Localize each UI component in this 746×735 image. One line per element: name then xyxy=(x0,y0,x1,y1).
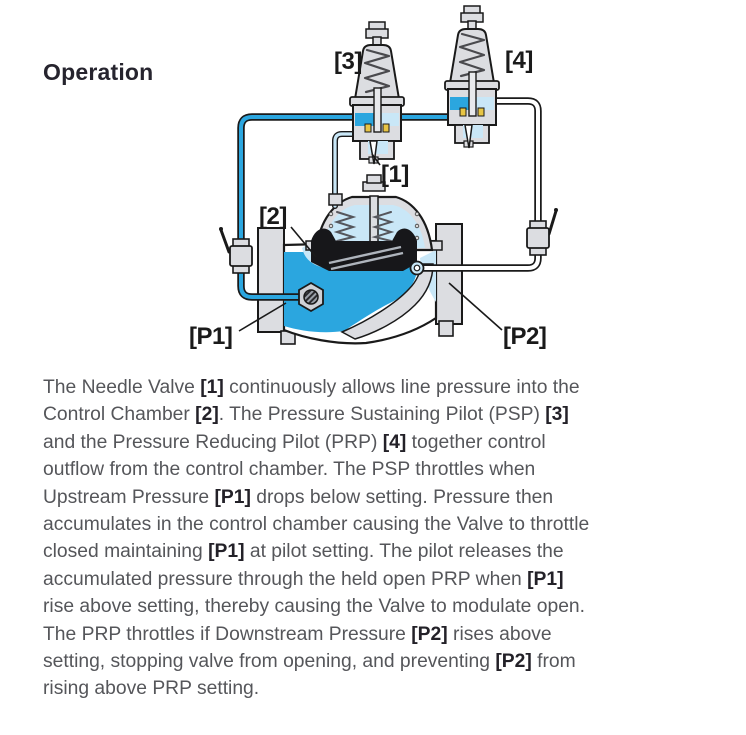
diaphragm xyxy=(311,228,417,271)
paragraph-text: at pilot setting. The pilot releases the xyxy=(244,541,564,563)
pilot-tubing xyxy=(237,97,542,301)
paragraph-line: Control Chamber [2]. The Pressure Sustai… xyxy=(43,401,723,428)
paragraph-text: outflow from the control chamber. The PS… xyxy=(43,459,536,481)
paragraph-line: accumulated pressure through the held op… xyxy=(43,566,723,593)
cover-spring-left xyxy=(333,211,357,242)
tube-downstream xyxy=(421,99,540,270)
paragraph-text: accumulated pressure through the held op… xyxy=(43,568,528,590)
paragraph-text: . The Pressure Sustaining Pilot (PSP) xyxy=(218,404,546,426)
paragraph-line: Upstream Pressure [P1] drops below setti… xyxy=(43,484,723,511)
paragraph-line: closed maintaining [P1] at pilot setting… xyxy=(43,538,723,565)
component-reference: [2] xyxy=(195,404,219,426)
paragraph-line: The Needle Valve [1] continuously allows… xyxy=(43,374,723,401)
label-pointers xyxy=(238,153,503,332)
valve-diagram: [3] [4] [1] [2] [P1] [P2] xyxy=(189,4,558,350)
pilot-valve-prp xyxy=(443,4,501,150)
component-reference: [3] xyxy=(545,404,569,426)
label-upstream-pressure: [P1] xyxy=(189,323,232,350)
pointer-control-chamber xyxy=(290,226,317,258)
tube-upstream xyxy=(239,115,355,299)
upstream-water xyxy=(284,252,417,333)
paragraph-text: together control xyxy=(406,431,546,453)
ball-valve-handle xyxy=(219,228,231,254)
pilot-valve-psp xyxy=(348,20,406,166)
label-downstream-pressure: [P2] xyxy=(503,323,546,350)
paragraph-text: from xyxy=(531,651,576,673)
paragraph-line: The PRP throttles if Downstream Pressure… xyxy=(43,621,723,648)
label-psp: [3] xyxy=(334,48,362,75)
component-reference: [P1] xyxy=(214,486,251,508)
paragraph-line: outflow from the control chamber. The PS… xyxy=(43,456,723,483)
paragraph-text: rising above PRP setting. xyxy=(43,678,260,700)
page-title: Operation xyxy=(43,59,154,86)
main-valve xyxy=(257,174,463,345)
pointer-downstream xyxy=(448,282,503,331)
component-reference: [1] xyxy=(200,377,224,398)
pointer-upstream xyxy=(238,302,287,332)
ball-valve-upstream xyxy=(219,227,253,274)
strainer-fitting xyxy=(298,281,324,313)
paragraph-text: The Needle Valve xyxy=(43,377,201,398)
ball-valve-downstream xyxy=(526,208,558,256)
paragraph-text: accumulates in the control chamber causi… xyxy=(43,514,590,536)
paragraph-line: accumulates in the control chamber causi… xyxy=(43,511,723,538)
paragraph-text: rise above setting, thereby causing the … xyxy=(43,596,586,618)
component-reference: [4] xyxy=(382,431,407,453)
ball-valve-handle xyxy=(547,209,558,236)
paragraph-text: rises above xyxy=(447,623,552,645)
valve-foot-right xyxy=(438,320,454,337)
paragraph-line: rising above PRP setting. xyxy=(43,675,723,702)
paragraph-text: Upstream Pressure xyxy=(43,486,215,508)
label-control-chamber: [2] xyxy=(259,203,287,230)
upstream-flange xyxy=(257,227,285,333)
operation-paragraph: The Needle Valve [1] continuously allows… xyxy=(43,374,723,703)
downstream-port-fitting xyxy=(409,260,425,276)
downstream-flange xyxy=(435,223,463,325)
paragraph-text: setting, stopping valve from opening, an… xyxy=(43,651,496,673)
cover-spring-right xyxy=(371,211,395,242)
paragraph-line: and the Pressure Reducing Pilot (PRP) [4… xyxy=(43,429,723,456)
paragraph-line: setting, stopping valve from opening, an… xyxy=(43,648,723,675)
pointer-needle-valve xyxy=(371,153,381,166)
paragraph-text: closed maintaining xyxy=(43,541,209,563)
paragraph-text: drops below setting. Pressure then xyxy=(250,486,554,508)
label-needle-valve: [1] xyxy=(381,161,409,188)
paragraph-text: The PRP throttles if Downstream Pressure xyxy=(43,623,412,645)
component-reference: [P2] xyxy=(411,623,448,645)
label-prp: [4] xyxy=(505,47,533,74)
component-reference: [P2] xyxy=(495,651,532,673)
component-reference: [P1] xyxy=(527,568,564,590)
tube-control-chamber xyxy=(333,132,355,208)
component-reference: [P1] xyxy=(208,541,245,563)
valve-stem xyxy=(369,195,379,243)
cover-port-fitting xyxy=(328,193,343,206)
paragraph-text: and the Pressure Reducing Pilot (PRP) xyxy=(43,431,383,453)
paragraph-text: continuously allows line pressure into t… xyxy=(223,377,580,398)
paragraph-line: rise above setting, thereby causing the … xyxy=(43,593,723,620)
paragraph-text: Control Chamber xyxy=(43,404,196,426)
